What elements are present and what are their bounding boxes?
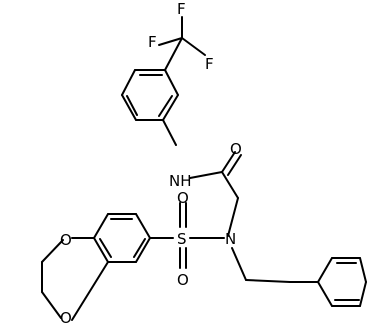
trifluoromethylphenyl-ring (121, 69, 179, 146)
trifluoromethyl-group (158, 16, 206, 71)
dioxane-ring (41, 237, 109, 321)
atom-label-f-top: F (177, 0, 186, 18)
atom-label-amide-nh: NH (169, 172, 192, 190)
benzyl-phenyl-ring (289, 257, 367, 307)
benzodioxane-aromatic-ring (93, 213, 151, 263)
atom-label-sulfonyl-o-bottom: O (177, 271, 189, 289)
atom-label-f-right: F (205, 55, 214, 73)
atom-label-dioxane-o-upper: O (60, 231, 72, 249)
atom-label-sulfonamide-n: N (225, 230, 236, 248)
sulfonamide-group (149, 202, 291, 283)
amide-linker (189, 151, 242, 237)
atom-label-sulfonyl-o-top: O (177, 189, 189, 207)
atom-label-dioxane-o-lower: O (60, 309, 72, 327)
atom-label-sulfonyl-s: S (177, 230, 187, 248)
atom-label-f-left: F (148, 33, 157, 51)
atom-label-amide-o: O (230, 140, 242, 158)
